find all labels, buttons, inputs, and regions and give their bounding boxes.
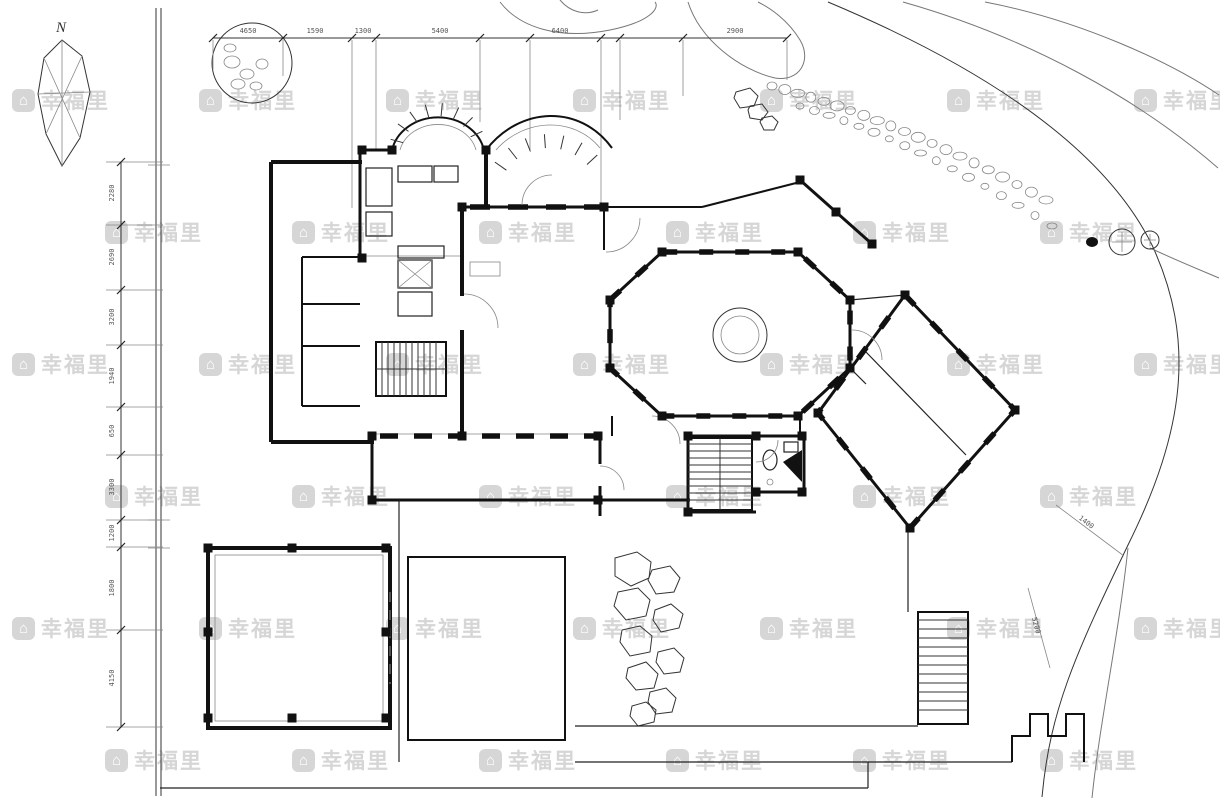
svg-text:1590: 1590 bbox=[307, 27, 324, 35]
stepped-parapet bbox=[1011, 713, 1085, 762]
dimension-left: 2280 2690 3200 1940 650 3300 1200 1800 4150 bbox=[106, 157, 163, 732]
right-wing bbox=[814, 290, 1019, 533]
svg-text:3200: 3200 bbox=[108, 309, 116, 326]
svg-text:1400: 1400 bbox=[1077, 514, 1095, 531]
site-boundary bbox=[827, 1, 1220, 799]
bathroom-fixtures bbox=[762, 441, 802, 486]
compass-facets bbox=[37, 40, 91, 166]
entry-curve bbox=[485, 115, 613, 151]
rock-garden-circle bbox=[211, 22, 293, 104]
garage bbox=[206, 546, 392, 730]
svg-text:2900: 2900 bbox=[727, 27, 744, 35]
window-ticks bbox=[390, 103, 598, 171]
north-label: N bbox=[55, 20, 67, 36]
sink bbox=[783, 441, 799, 453]
bay-window-arc bbox=[391, 116, 485, 151]
stone-path bbox=[613, 551, 685, 727]
stair-exterior bbox=[917, 611, 969, 725]
tree-icon bbox=[1140, 230, 1160, 250]
trees bbox=[1086, 228, 1160, 256]
svg-text:4650: 4650 bbox=[240, 27, 257, 35]
toilet bbox=[762, 449, 778, 471]
octagon-hall bbox=[607, 249, 853, 419]
svg-text:5400: 5400 bbox=[432, 27, 449, 35]
svg-text:650: 650 bbox=[108, 425, 116, 438]
property-line-left bbox=[148, 8, 170, 796]
round-feature bbox=[712, 307, 768, 363]
landscape-top bbox=[499, 0, 806, 131]
svg-text:1800: 1800 bbox=[108, 580, 116, 597]
svg-text:1940: 1940 bbox=[108, 368, 116, 385]
stair-secondary bbox=[687, 437, 753, 511]
svg-text:2690: 2690 bbox=[108, 249, 116, 266]
shrub-icon bbox=[1086, 237, 1098, 247]
svg-text:4150: 4150 bbox=[108, 670, 116, 687]
door-arcs bbox=[463, 174, 883, 491]
tree-icon bbox=[1108, 228, 1136, 256]
svg-text:3300: 3300 bbox=[108, 479, 116, 496]
hall-cabinet bbox=[469, 261, 501, 277]
pool-courtyard bbox=[407, 556, 566, 741]
kitchen-fixtures bbox=[365, 165, 501, 317]
svg-text:2280: 2280 bbox=[108, 185, 116, 202]
stair-main bbox=[375, 341, 447, 397]
dimension-top: 4650 1590 1300 5400 6400 2900 bbox=[208, 27, 792, 208]
north-compass: N bbox=[37, 20, 91, 168]
terrace bbox=[160, 548, 1085, 789]
shower-corner bbox=[783, 450, 802, 482]
misc-dimensions: 1400 5200 bbox=[1027, 504, 1125, 669]
svg-text:6400: 6400 bbox=[552, 27, 569, 35]
svg-text:5200: 5200 bbox=[1030, 616, 1042, 634]
svg-text:1200: 1200 bbox=[108, 525, 116, 542]
wall-piers bbox=[203, 145, 1020, 723]
building-walls bbox=[269, 115, 909, 612]
pebble-chain bbox=[766, 81, 1058, 230]
elevator-shaft bbox=[397, 259, 433, 289]
rock-cluster bbox=[733, 87, 779, 131]
svg-text:1300: 1300 bbox=[355, 27, 372, 35]
